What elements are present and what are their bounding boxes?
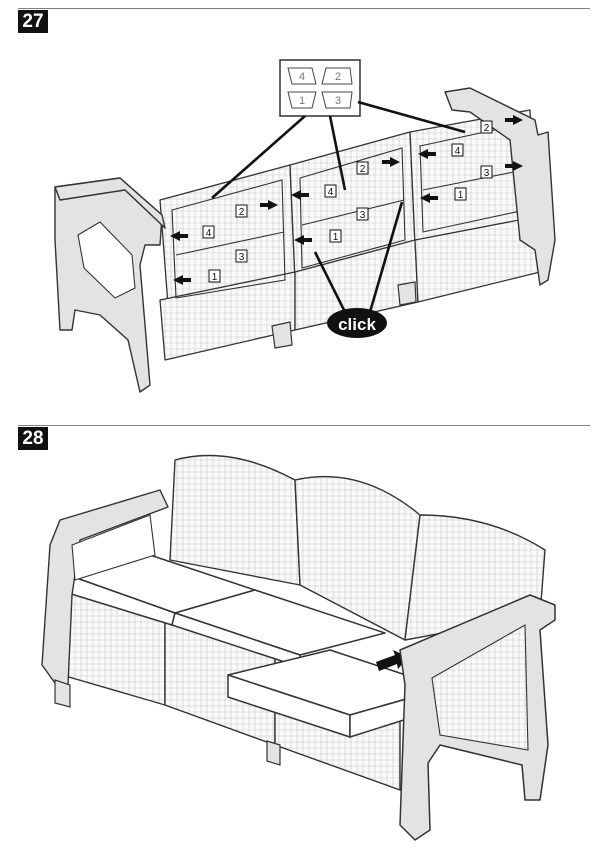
step-number-badge: 28 [18, 427, 48, 450]
divider [18, 425, 590, 426]
svg-text:3: 3 [484, 168, 490, 179]
step-number-badge: 27 [18, 10, 48, 33]
svg-text:3: 3 [239, 252, 245, 263]
legend-1: 1 [299, 95, 305, 107]
orientation-legend: 4 2 1 3 [279, 59, 361, 117]
marker-right-4: 4 [451, 143, 464, 157]
svg-text:4: 4 [455, 146, 461, 157]
divider [18, 8, 590, 9]
legend-2: 2 [335, 71, 341, 83]
svg-text:1: 1 [212, 272, 218, 283]
legend-4: 4 [299, 71, 305, 83]
marker-right-2: 2 [480, 120, 493, 134]
step-27-illustration: 4 2 1 3 4 2 3 1 4 2 3 1 2 4 3 1 [54, 59, 556, 393]
svg-text:2: 2 [360, 164, 366, 175]
svg-text:1: 1 [458, 190, 464, 201]
marker-left-1: 1 [208, 269, 221, 283]
step-28-header: 28 [18, 425, 590, 451]
step-27-header: 27 [18, 8, 590, 34]
svg-text:4: 4 [328, 187, 334, 198]
click-callout: click [327, 308, 387, 338]
marker-right-1: 1 [454, 187, 467, 201]
marker-center-4: 4 [324, 184, 337, 198]
marker-left-4: 4 [202, 225, 215, 239]
svg-text:2: 2 [239, 207, 245, 218]
back-cushion-left [169, 454, 301, 586]
marker-left-3: 3 [235, 249, 248, 263]
marker-center-3: 3 [356, 207, 369, 221]
marker-left-2: 2 [235, 204, 248, 218]
marker-right-3: 3 [480, 165, 493, 179]
svg-text:3: 3 [360, 210, 366, 221]
svg-text:2: 2 [484, 123, 490, 134]
step-28-illustration [41, 454, 556, 841]
marker-center-2: 2 [356, 161, 369, 175]
marker-center-1: 1 [329, 229, 342, 243]
svg-text:4: 4 [206, 228, 212, 239]
legend-3: 3 [335, 95, 341, 107]
svg-text:1: 1 [333, 232, 339, 243]
click-label: click [338, 315, 376, 334]
